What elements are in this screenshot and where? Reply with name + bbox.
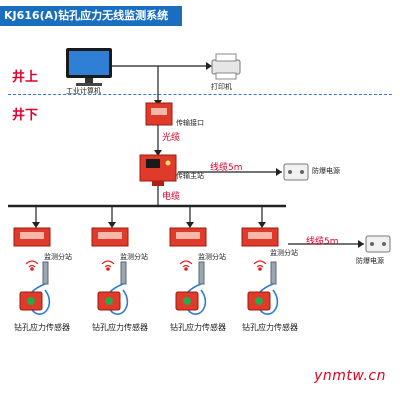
cable-5m-label-2: 线缆5m (306, 237, 339, 247)
substation-label-2: 监测分站 (120, 253, 148, 261)
sensor-icon-4 (247, 261, 279, 315)
site-watermark: ynmtw.cn (314, 368, 386, 384)
substation-label-4: 监测分站 (270, 249, 298, 257)
sensor-label-2: 钻孔应力传感器 (92, 323, 148, 332)
interface-icon (145, 102, 173, 126)
main-station-label: 传输主站 (176, 172, 204, 180)
power-supply-label-2: 防爆电源 (356, 257, 384, 265)
sensor-label-3: 钻孔应力传感器 (170, 323, 226, 332)
arrow-main-station (154, 150, 162, 156)
sensor-icon-1 (19, 261, 51, 315)
wireless-icon-2 (101, 260, 115, 271)
arrow-sub-1 (32, 222, 40, 228)
arrow-sub-2 (108, 222, 116, 228)
surface-underground-divider (8, 94, 392, 95)
substation-icon-1 (13, 227, 51, 247)
printer-icon (211, 53, 241, 80)
fiber-cable-label: 光缆 (162, 133, 181, 143)
arrow-power-2 (358, 240, 364, 248)
arrow-sub-4 (258, 222, 266, 228)
zone-underground-label: 井下 (12, 108, 39, 123)
printer-label: 打印机 (211, 83, 232, 91)
main-cable-label: 电缆 (162, 192, 181, 202)
sensor-icon-2 (97, 261, 129, 315)
arrow-sub-3 (186, 222, 194, 228)
arrow-power-1 (276, 168, 282, 176)
substation-icon-2 (91, 227, 129, 247)
power-supply-icon-1 (283, 163, 309, 181)
wireless-icon-3 (179, 260, 193, 271)
substation-icon-4 (241, 227, 279, 247)
sensor-icon-3 (175, 261, 207, 315)
diagram-title: KJ616(A)钻孔应力无线监测系统 (0, 6, 182, 26)
substation-label-3: 监测分站 (198, 253, 226, 261)
power-supply-label-1: 防爆电源 (312, 167, 340, 175)
computer-icon (66, 48, 112, 86)
sensor-label-1: 钻孔应力传感器 (14, 323, 70, 332)
zone-surface-label: 井上 (12, 70, 39, 85)
main-station-icon (139, 154, 177, 186)
arrow-printer (206, 62, 212, 70)
substation-icon-3 (169, 227, 207, 247)
power-supply-icon-2 (365, 235, 391, 253)
wireless-icon-4 (253, 260, 267, 271)
sensor-label-4: 钻孔应力传感器 (242, 323, 298, 332)
computer-label: 工业计算机 (66, 87, 101, 95)
wireless-icon-1 (25, 260, 39, 271)
cable-5m-label-1: 线缆5m (210, 163, 243, 173)
substation-label-1: 监测分站 (44, 253, 72, 261)
interface-label: 传输接口 (176, 119, 204, 127)
